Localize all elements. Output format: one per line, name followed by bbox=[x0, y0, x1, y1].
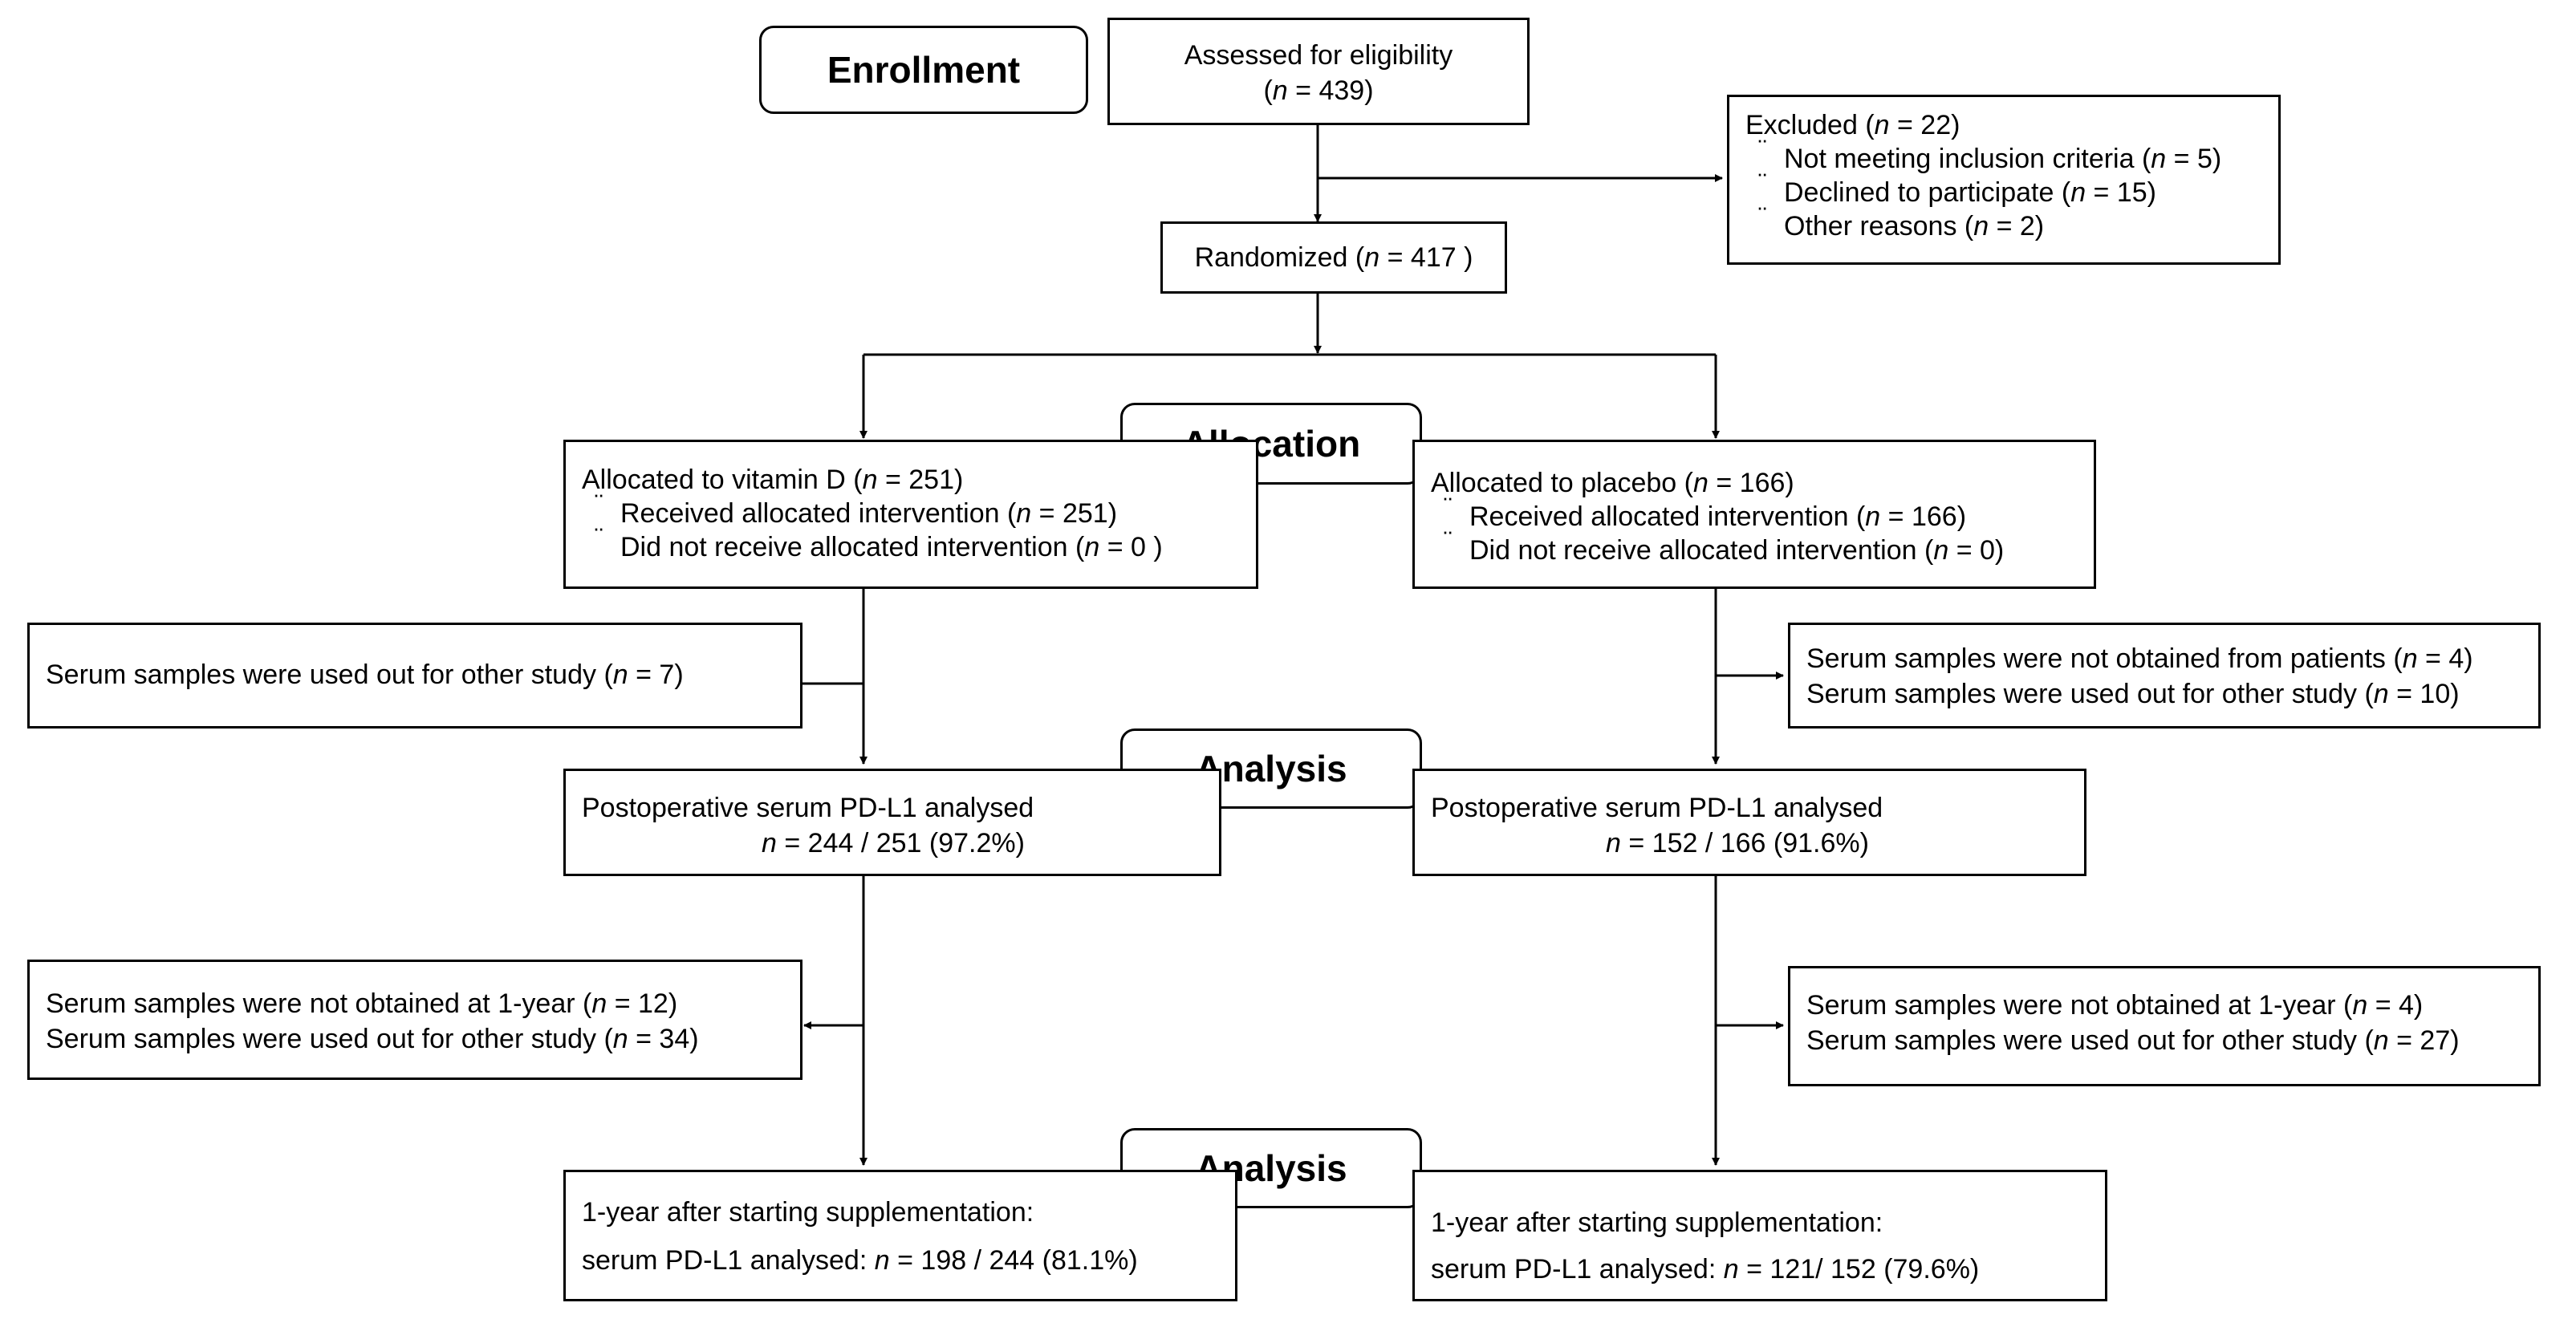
box-excl-right-postop: Serum samples were not obtained from pat… bbox=[1788, 623, 2541, 728]
postop-vitd-label: Postoperative serum PD-L1 analysed bbox=[582, 793, 1034, 823]
year-vitd-count: serum PD-L1 analysed: n = 198 / 244 (81.… bbox=[582, 1245, 1138, 1276]
box-postop-vitamin-d: Postoperative serum PD-L1 analysed n = 2… bbox=[563, 769, 1221, 876]
box-excluded: Excluded (n = 22) Not meeting inclusion … bbox=[1727, 95, 2281, 265]
excl-right-1-line2: Serum samples were used out for other st… bbox=[1806, 679, 2460, 709]
postop-placebo-count: n = 152 / 166 (91.6%) bbox=[1606, 828, 1869, 858]
box-1year-vitamin-d: 1-year after starting supplementation: s… bbox=[563, 1170, 1237, 1301]
eligibility-label: Assessed for eligibility bbox=[1184, 40, 1453, 71]
excl-left-2-line1: Serum samples were not obtained at 1-yea… bbox=[46, 988, 678, 1019]
year-placebo-label: 1-year after starting supplementation: bbox=[1431, 1207, 1883, 1238]
randomized-count: Randomized (n = 417 ) bbox=[1194, 242, 1473, 273]
box-1year-placebo: 1-year after starting supplementation: s… bbox=[1412, 1170, 2107, 1301]
postop-placebo-label: Postoperative serum PD-L1 analysed bbox=[1431, 793, 1883, 823]
excl-right-2-line2: Serum samples were used out for other st… bbox=[1806, 1025, 2460, 1056]
excl-right-2-line1: Serum samples were not obtained at 1-yea… bbox=[1806, 990, 2424, 1021]
box-allocated-placebo: Allocated to placebo (n = 166) Received … bbox=[1412, 440, 2096, 589]
alloc-vitd-item: Received allocated intervention (n = 251… bbox=[582, 487, 1240, 530]
alloc-vitd-title: Allocated to vitamin D (n = 251) bbox=[582, 465, 964, 495]
year-placebo-count: serum PD-L1 analysed: n = 121/ 152 (79.6… bbox=[1431, 1254, 1980, 1285]
excluded-item: Not meeting inclusion criteria (n = 5) bbox=[1745, 132, 2262, 176]
eligibility-count: (n = 439) bbox=[1263, 75, 1374, 106]
box-postop-placebo: Postoperative serum PD-L1 analysed n = 1… bbox=[1412, 769, 2086, 876]
stage-enrollment: Enrollment bbox=[759, 26, 1088, 114]
box-allocated-vitamin-d: Allocated to vitamin D (n = 251) Receive… bbox=[563, 440, 1258, 589]
box-excl-left-1year: Serum samples were not obtained at 1-yea… bbox=[27, 960, 802, 1080]
alloc-placebo-item: Received allocated intervention (n = 166… bbox=[1431, 490, 2078, 534]
alloc-placebo-item: Did not receive allocated intervention (… bbox=[1431, 524, 2078, 567]
alloc-vitd-item: Did not receive allocated intervention (… bbox=[582, 521, 1240, 564]
excl-left-2-line2: Serum samples were used out for other st… bbox=[46, 1024, 699, 1054]
excl-right-1-line1: Serum samples were not obtained from pat… bbox=[1806, 643, 2473, 674]
year-vitd-label: 1-year after starting supplementation: bbox=[582, 1197, 1034, 1228]
excluded-item: Declined to participate (n = 15) bbox=[1745, 166, 2262, 209]
box-assessed-eligibility: Assessed for eligibility (n = 439) bbox=[1107, 18, 1530, 125]
box-excl-left-postop: Serum samples were used out for other st… bbox=[27, 623, 802, 728]
box-randomized: Randomized (n = 417 ) bbox=[1160, 221, 1507, 294]
excl-left-1-text: Serum samples were used out for other st… bbox=[46, 660, 684, 690]
postop-vitd-count: n = 244 / 251 (97.2%) bbox=[762, 828, 1025, 858]
box-excl-right-1year: Serum samples were not obtained at 1-yea… bbox=[1788, 966, 2541, 1086]
excluded-item: Other reasons (n = 2) bbox=[1745, 200, 2262, 243]
excluded-title: Excluded (n = 22) bbox=[1745, 110, 1960, 140]
alloc-placebo-title: Allocated to placebo (n = 166) bbox=[1431, 468, 1794, 498]
